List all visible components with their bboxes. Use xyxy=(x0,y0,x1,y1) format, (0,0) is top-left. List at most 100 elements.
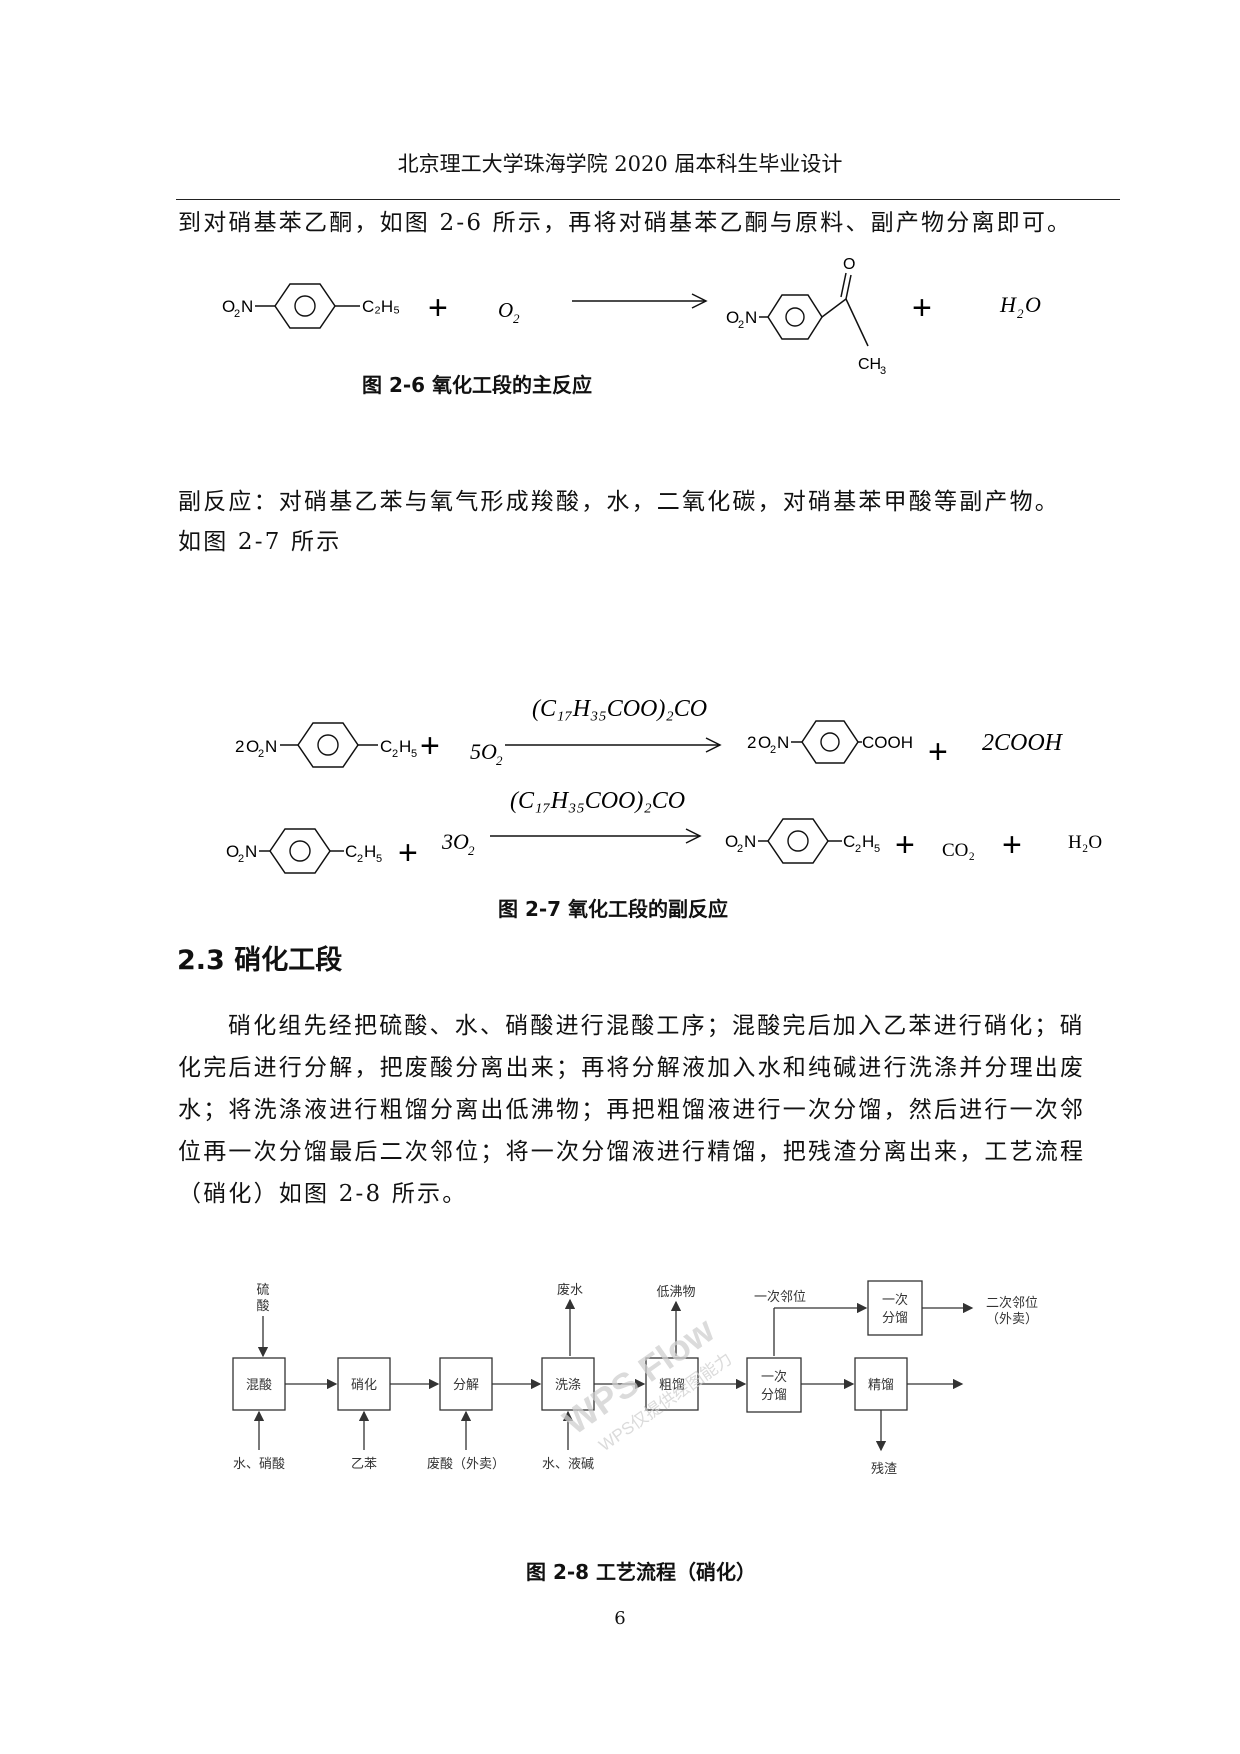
process-flowchart: 混酸 硝化 分解 洗涤 粗馏 一次 分馏 精馏 一次 分馏 硫 酸 废水 低沸物 xyxy=(232,1280,1038,1476)
methyl-group: CH xyxy=(858,356,881,373)
svg-text:酸: 酸 xyxy=(256,1298,269,1313)
benzene-ring-icon xyxy=(269,828,331,874)
ethyl-group: C₂H₅ xyxy=(362,297,400,316)
svg-text:2: 2 xyxy=(855,843,861,855)
svg-text:一次: 一次 xyxy=(761,1369,787,1384)
svg-text:N: N xyxy=(744,832,756,851)
svg-text:O: O xyxy=(1025,292,1041,317)
benzene-ring-icon xyxy=(801,720,859,764)
box-washing xyxy=(541,1357,595,1411)
plus-sign-2: + xyxy=(912,289,932,327)
svg-text:2: 2 xyxy=(234,308,240,320)
svg-text:分馏: 分馏 xyxy=(761,1387,787,1402)
co2-product: CO₂ xyxy=(942,840,975,861)
svg-text:2: 2 xyxy=(235,737,244,756)
svg-text:3: 3 xyxy=(880,365,886,377)
svg-text:精馏: 精馏 xyxy=(868,1377,894,1392)
svg-text:2: 2 xyxy=(496,753,503,768)
input-waste-acid: 废酸（外卖） xyxy=(427,1456,505,1471)
svg-text:N: N xyxy=(241,297,253,316)
header-rule xyxy=(176,199,1120,200)
svg-text:2: 2 xyxy=(392,748,398,760)
benzene-ring-icon xyxy=(767,818,829,864)
ketone-oxygen: O xyxy=(843,256,855,273)
benzene-ring-icon xyxy=(767,294,823,340)
output-low-boilers: 低沸物 xyxy=(656,1284,695,1299)
paragraph-2-line-1: 副反应：对硝基乙苯与氧气形成羧酸，水，二氧化碳，对硝基苯甲酸等副产物。 xyxy=(178,489,1060,515)
output-waste-water: 废水 xyxy=(557,1282,583,1297)
svg-text:O: O xyxy=(725,832,738,851)
svg-text:H: H xyxy=(364,842,376,861)
svg-text:O: O xyxy=(222,297,235,316)
output-residue: 残渣 xyxy=(871,1461,897,1476)
figure-2-8-caption: 图 2-8 工艺流程（硝化） xyxy=(526,1560,757,1584)
paragraph-3-line-4: 位再一次分馏最后二次邻位；将一次分馏液进行精馏，把残渣分离出来，工艺流程 xyxy=(178,1139,1086,1165)
svg-text:2: 2 xyxy=(513,311,520,326)
svg-text:（外卖）: （外卖） xyxy=(986,1311,1038,1326)
svg-text:N: N xyxy=(245,842,257,861)
water-product-2: H₂O xyxy=(1068,832,1102,853)
svg-text:粗馏: 粗馏 xyxy=(659,1377,685,1392)
output-ortho-1: 一次邻位 xyxy=(754,1289,806,1304)
svg-text:混酸: 混酸 xyxy=(246,1377,272,1392)
input-water-nitric: 水、硝酸 xyxy=(233,1456,285,1471)
svg-text:2: 2 xyxy=(468,843,475,858)
box-decomposition xyxy=(439,1357,493,1411)
figure-2-6-caption: 图 2-6 氧化工段的主反应 xyxy=(362,373,593,397)
svg-text:H: H xyxy=(399,737,411,756)
svg-text:2: 2 xyxy=(1017,306,1024,321)
box-nitration xyxy=(337,1357,391,1411)
box-rectification xyxy=(854,1357,908,1411)
svg-text:2: 2 xyxy=(258,748,264,760)
output-ortho-2: 二次邻位 xyxy=(986,1295,1038,1310)
input-water-lye: 水、液碱 xyxy=(542,1456,594,1471)
svg-text:N: N xyxy=(265,737,277,756)
catalyst-label-1: (C₁₇H₃₅COO)₂CO xyxy=(532,696,707,722)
svg-text:2: 2 xyxy=(738,319,744,331)
paragraph-1: 到对硝基苯乙酮，如图 2-6 所示，再将对硝基苯乙酮与原料、副产物分离即可。 xyxy=(178,210,1073,236)
svg-text:2: 2 xyxy=(357,853,363,865)
input-sulfuric-acid: 硫 xyxy=(256,1282,269,1297)
svg-text:硝化: 硝化 xyxy=(351,1377,377,1392)
plus-sign-1: + xyxy=(428,289,448,327)
svg-text:2: 2 xyxy=(747,733,756,752)
svg-text:+: + xyxy=(895,826,915,864)
svg-text:C: C xyxy=(380,737,392,756)
svg-text:O: O xyxy=(758,733,771,752)
paragraph-3-line-5: （硝化）如图 2-8 所示。 xyxy=(178,1181,468,1207)
svg-text:分馏: 分馏 xyxy=(882,1310,908,1325)
oxygen-reactant: O xyxy=(498,298,513,322)
page-header: 北京理工大学珠海学院 2020 届本科生毕业设计 xyxy=(397,152,843,176)
svg-text:2: 2 xyxy=(737,843,743,855)
svg-text:5: 5 xyxy=(376,853,382,865)
box-first-fraction-2 xyxy=(867,1280,923,1336)
benzene-ring-icon xyxy=(297,722,359,768)
carboxyl-group: COOH xyxy=(862,733,913,752)
box-first-fraction xyxy=(746,1357,802,1413)
oxygen-coef-5: 5O xyxy=(470,739,497,764)
svg-text:2: 2 xyxy=(770,744,776,756)
byproduct-cooh: 2COOH xyxy=(982,730,1064,756)
svg-text:5: 5 xyxy=(874,843,880,855)
section-heading-2-3: 2.3 硝化工段 xyxy=(177,945,343,976)
paragraph-3-line-1: 硝化组先经把硫酸、水、硝酸进行混酸工序；混酸完后加入乙苯进行硝化；硝 xyxy=(228,1013,1085,1039)
svg-text:5: 5 xyxy=(411,748,417,760)
svg-text:+: + xyxy=(928,733,948,771)
svg-text:O: O xyxy=(246,737,259,756)
svg-text:洗涤: 洗涤 xyxy=(555,1377,581,1392)
oxygen-coef-3: 3O xyxy=(441,829,469,854)
catalyst-label-2: (C₁₇H₃₅COO)₂CO xyxy=(510,788,685,814)
svg-text:分解: 分解 xyxy=(453,1377,479,1392)
svg-text:C: C xyxy=(843,832,855,851)
svg-text:+: + xyxy=(420,727,440,765)
water-product: H xyxy=(999,292,1017,317)
paragraph-2-line-2: 如图 2-7 所示 xyxy=(178,529,342,555)
figure-2-7-caption: 图 2-7 氧化工段的副反应 xyxy=(498,897,729,921)
benzene-ring-icon xyxy=(274,283,336,329)
svg-text:O: O xyxy=(726,308,739,327)
svg-text:N: N xyxy=(745,308,757,327)
svg-text:一次: 一次 xyxy=(882,1292,908,1307)
